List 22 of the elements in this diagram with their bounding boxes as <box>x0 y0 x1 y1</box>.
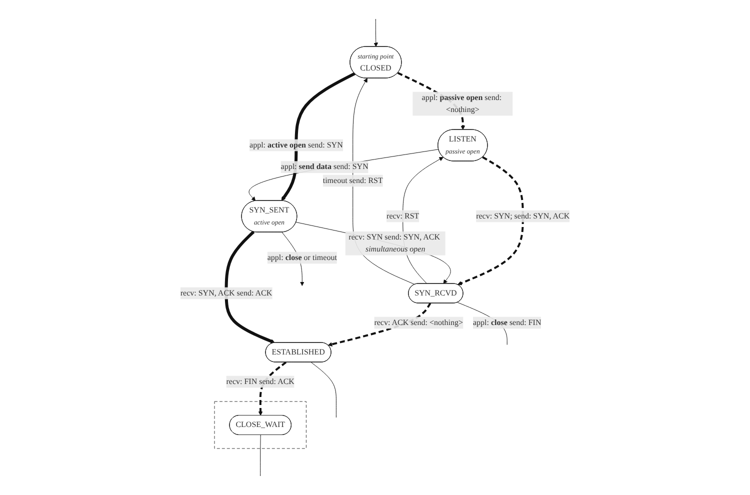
arrow <box>374 18 378 47</box>
arrow <box>224 230 275 344</box>
arrow <box>457 156 524 286</box>
edge-label: recv: SYN, ACK send: ACK <box>180 288 272 298</box>
edge-label: recv: RST <box>386 212 420 220</box>
edge-label: appl: active open send: SYN <box>250 140 343 150</box>
cluster <box>214 401 306 449</box>
edge-label: timeout send: RST <box>322 176 383 185</box>
connector <box>310 362 336 418</box>
edge-label: appl: send data send: SYN <box>280 162 368 172</box>
edge-label: recv: ACK send: <nothing> <box>374 318 464 327</box>
edge-label: recv: SYN; send: SYN, ACK <box>476 212 570 220</box>
arrow <box>258 361 287 416</box>
connector <box>260 434 261 476</box>
arrow <box>281 72 356 201</box>
edge-label: appl: close send: FIN <box>473 318 542 327</box>
arrow <box>248 149 439 202</box>
edge-label: appl: passive open send: <nothing> <box>422 93 502 114</box>
edge-label: appl: close or timeout <box>267 253 337 262</box>
edge-label: recv: SYN send: SYN, ACK simultaneous open <box>348 232 440 254</box>
arrow <box>296 222 451 284</box>
edge-label: recv: FIN send: ACK <box>226 377 294 386</box>
